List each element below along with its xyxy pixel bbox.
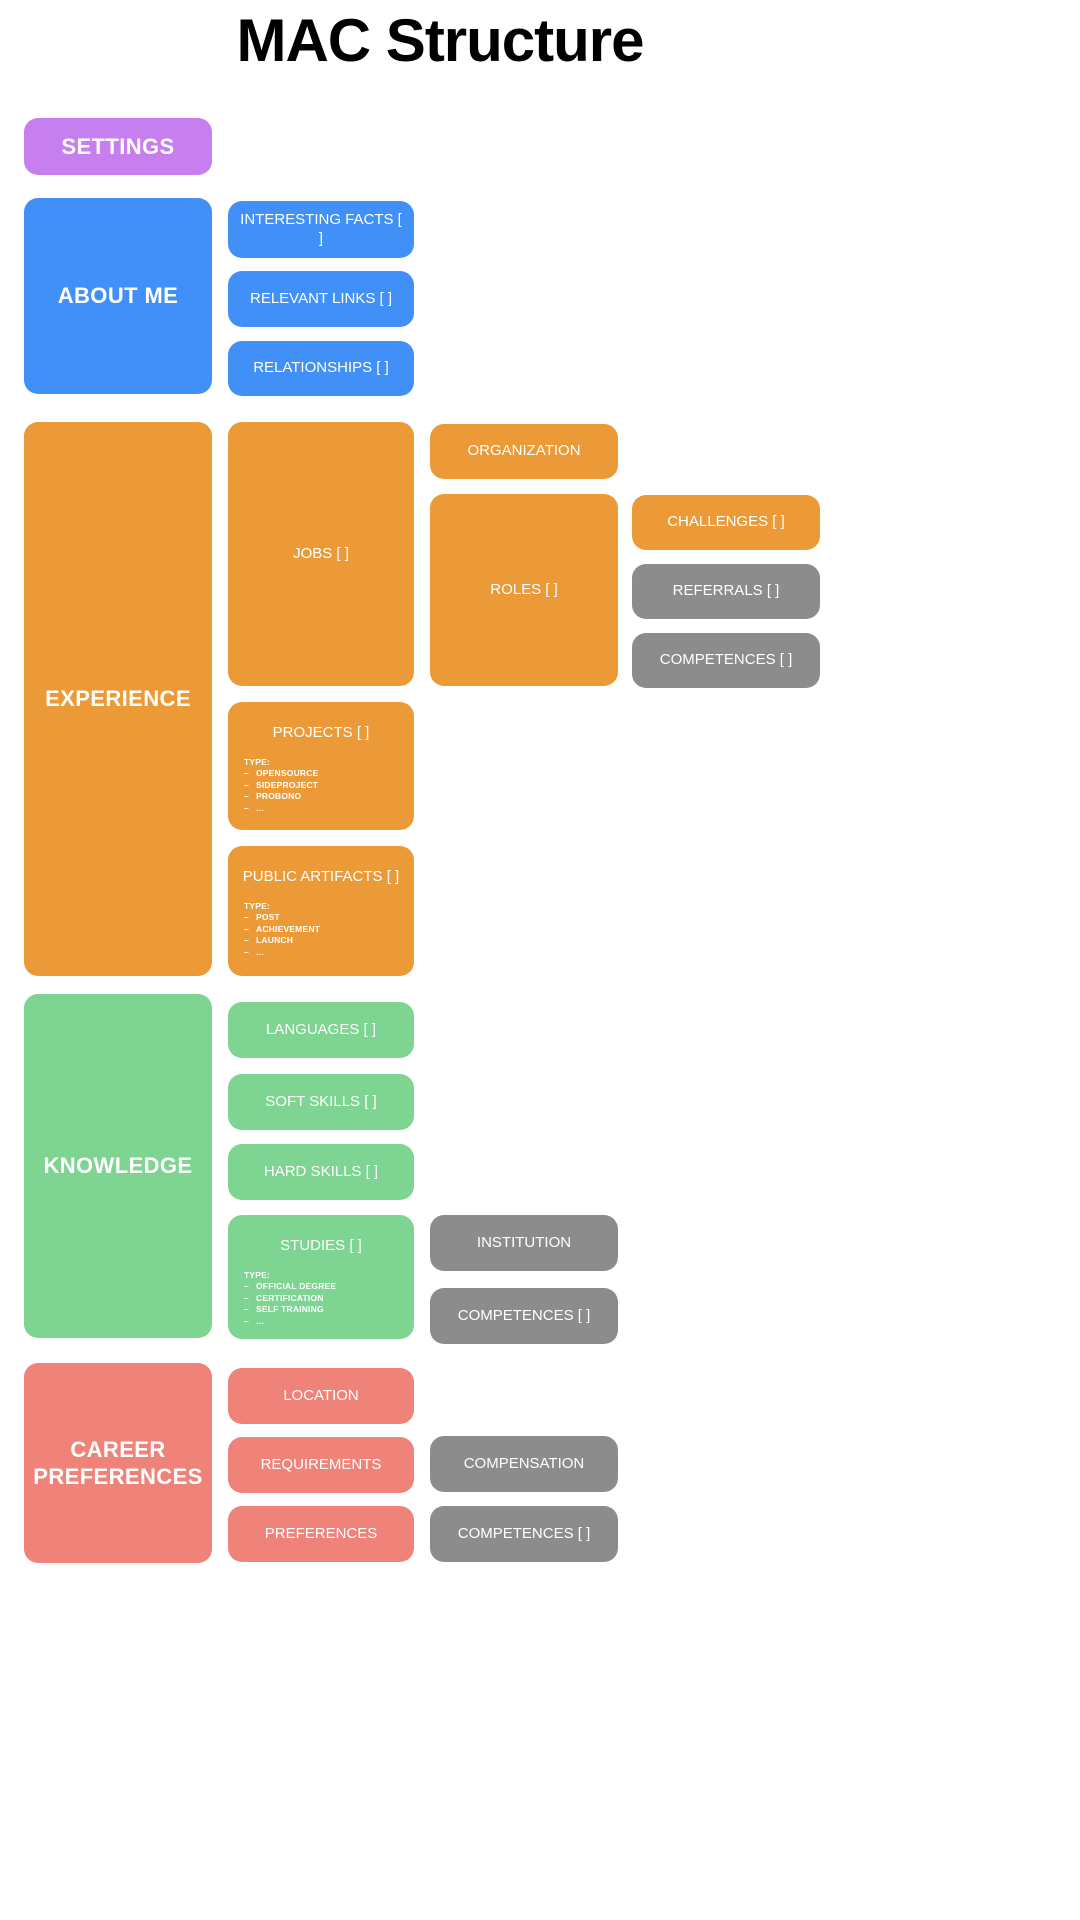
block-career-preferences[interactable]: CAREER PREFERENCES: [24, 1363, 212, 1563]
block-compensation[interactable]: COMPENSATION: [430, 1436, 618, 1492]
career-preferences-label-line1: CAREER: [70, 1436, 166, 1462]
block-public-artifacts[interactable]: PUBLIC ARTIFACTS [ ] TYPE: –POST –ACHIEV…: [228, 846, 414, 976]
block-settings[interactable]: SETTINGS: [24, 118, 212, 175]
block-organization[interactable]: ORGANIZATION: [430, 424, 618, 479]
type-item: –...: [244, 802, 264, 813]
block-roles[interactable]: ROLES [ ]: [430, 494, 618, 686]
block-experience[interactable]: EXPERIENCE: [24, 422, 212, 976]
block-public-artifacts-type-list: TYPE: –POST –ACHIEVEMENT –LAUNCH –...: [228, 887, 414, 959]
block-jobs[interactable]: JOBS [ ]: [228, 422, 414, 686]
type-item: –CERTIFICATION: [244, 1292, 324, 1303]
block-preferences[interactable]: PREFERENCES: [228, 1506, 414, 1562]
block-institution[interactable]: INSTITUTION: [430, 1215, 618, 1271]
block-about-me[interactable]: ABOUT ME: [24, 198, 212, 394]
type-item: –...: [244, 946, 264, 957]
block-studies-label: STUDIES [ ]: [280, 1237, 362, 1254]
block-location[interactable]: LOCATION: [228, 1368, 414, 1424]
type-item: –PROBONO: [244, 791, 302, 802]
type-item: –POST: [244, 912, 280, 923]
type-item: –LAUNCH: [244, 935, 294, 946]
type-item: –OPENSOURCE: [244, 768, 319, 779]
block-knowledge-competences[interactable]: COMPETENCES [ ]: [430, 1288, 618, 1344]
block-soft-skills[interactable]: SOFT SKILLS [ ]: [228, 1074, 414, 1130]
block-challenges[interactable]: CHALLENGES [ ]: [632, 495, 820, 550]
block-requirements[interactable]: REQUIREMENTS: [228, 1437, 414, 1493]
type-heading: TYPE:: [244, 900, 271, 911]
block-career-competences[interactable]: COMPETENCES [ ]: [430, 1506, 618, 1562]
block-knowledge[interactable]: KNOWLEDGE: [24, 994, 212, 1338]
block-relationships[interactable]: RELATIONSHIPS [ ]: [228, 341, 414, 396]
type-item: –SELF TRAINING: [244, 1304, 324, 1315]
career-preferences-label-line2: PREFERENCES: [33, 1464, 203, 1489]
page-title: MAC Structure: [236, 7, 644, 74]
block-studies[interactable]: STUDIES [ ] TYPE: –OFFICIAL DEGREE –CERT…: [228, 1215, 414, 1339]
type-item: –ACHIEVEMENT: [244, 923, 321, 934]
type-heading: TYPE:: [244, 756, 271, 767]
block-languages[interactable]: LANGUAGES [ ]: [228, 1002, 414, 1058]
block-relevant-links[interactable]: RELEVANT LINKS [ ]: [228, 271, 414, 327]
type-item: –OFFICIAL DEGREE: [244, 1281, 337, 1292]
type-item: –SIDEPROJECT: [244, 779, 319, 790]
block-experience-competences[interactable]: COMPETENCES [ ]: [632, 633, 820, 688]
type-heading: TYPE:: [244, 1269, 271, 1280]
block-projects-type-list: TYPE: –OPENSOURCE –SIDEPROJECT –PROBONO …: [228, 743, 414, 815]
block-interesting-facts[interactable]: INTERESTING FACTS [ ]: [228, 201, 414, 258]
block-studies-type-list: TYPE: –OFFICIAL DEGREE –CERTIFICATION –S…: [228, 1256, 414, 1328]
type-item: –...: [244, 1315, 264, 1326]
block-referrals[interactable]: REFERRALS [ ]: [632, 564, 820, 619]
block-hard-skills[interactable]: HARD SKILLS [ ]: [228, 1144, 414, 1200]
block-projects-label: PROJECTS [ ]: [272, 724, 370, 741]
block-projects[interactable]: PROJECTS [ ] TYPE: –OPENSOURCE –SIDEPROJ…: [228, 702, 414, 830]
block-public-artifacts-label: PUBLIC ARTIFACTS [ ]: [242, 868, 400, 885]
